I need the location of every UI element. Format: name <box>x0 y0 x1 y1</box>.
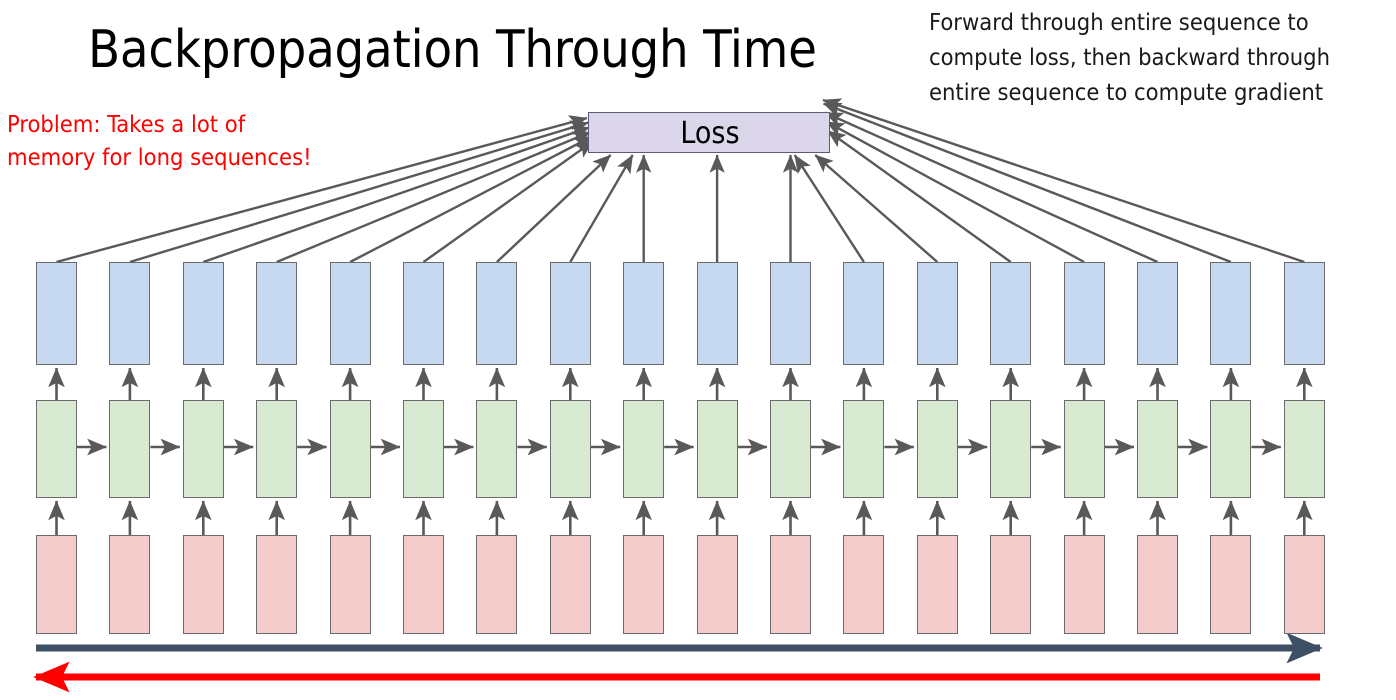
output-to-loss-arrow <box>569 154 634 263</box>
input-cell[interactable] <box>990 535 1032 634</box>
input-cell[interactable] <box>696 535 738 634</box>
output-cell[interactable] <box>916 262 958 365</box>
hidden-cell[interactable] <box>1063 400 1105 498</box>
output-cell[interactable] <box>696 262 738 365</box>
output-cell[interactable] <box>770 262 811 365</box>
input-cell[interactable] <box>403 535 444 634</box>
loss-node[interactable]: Loss <box>588 112 830 153</box>
output-to-loss-arrow <box>56 115 588 264</box>
hidden-cell[interactable] <box>109 400 151 498</box>
input-cell[interactable] <box>256 535 298 634</box>
output-to-loss-arrow <box>202 125 590 264</box>
hidden-cell[interactable] <box>403 400 444 498</box>
hidden-cell[interactable] <box>843 400 885 498</box>
input-cell[interactable] <box>36 535 77 634</box>
hidden-cell[interactable] <box>916 400 958 498</box>
output-to-loss-arrow <box>822 98 1305 264</box>
output-cell[interactable] <box>1210 262 1252 365</box>
loss-connector-arrows <box>56 98 1305 264</box>
output-to-loss-arrow <box>276 130 592 264</box>
output-cell[interactable] <box>990 262 1032 365</box>
input-cell[interactable] <box>623 535 665 634</box>
loss-label: Loss <box>680 116 740 151</box>
input-cell[interactable] <box>916 535 958 634</box>
output-cell[interactable] <box>549 262 591 365</box>
output-to-loss-arrow <box>814 154 939 263</box>
output-to-loss-arrow <box>823 102 1232 264</box>
output-cell[interactable] <box>623 262 665 365</box>
output-cell[interactable] <box>1137 262 1178 365</box>
output-cell[interactable] <box>256 262 298 365</box>
input-cell[interactable] <box>1137 535 1178 634</box>
output-cell[interactable] <box>843 262 885 365</box>
hidden-cell[interactable] <box>1210 400 1252 498</box>
hidden-cell[interactable] <box>696 400 738 498</box>
output-to-loss-arrow <box>422 140 594 263</box>
output-cell[interactable] <box>1063 262 1105 365</box>
input-cell[interactable] <box>109 535 151 634</box>
input-cell[interactable] <box>770 535 811 634</box>
hidden-cell[interactable] <box>1283 400 1325 498</box>
output-cell[interactable] <box>182 262 224 365</box>
problem-annotation: Problem: Takes a lot of memory for long … <box>7 110 312 171</box>
output-cell[interactable] <box>329 262 371 365</box>
hidden-cell[interactable] <box>256 400 298 498</box>
input-cell[interactable] <box>182 535 224 634</box>
hidden-cell[interactable] <box>623 400 665 498</box>
forward-backward-annotation: Forward through entire sequence to compu… <box>929 8 1330 106</box>
input-cell[interactable] <box>843 535 885 634</box>
hidden-cell[interactable] <box>476 400 518 498</box>
hidden-cell[interactable] <box>182 400 224 498</box>
hidden-cell[interactable] <box>770 400 811 498</box>
input-cell[interactable] <box>1283 535 1325 634</box>
output-to-loss-arrow <box>793 154 865 263</box>
input-cell[interactable] <box>329 535 371 634</box>
output-cell[interactable] <box>476 262 518 365</box>
input-cell[interactable] <box>476 535 518 634</box>
output-cell[interactable] <box>109 262 151 365</box>
hidden-cell[interactable] <box>549 400 591 498</box>
output-to-loss-arrow <box>825 120 1085 264</box>
hidden-cell[interactable] <box>1137 400 1178 498</box>
output-to-loss-arrow <box>824 111 1158 264</box>
output-to-loss-arrow <box>129 120 589 264</box>
time-axis-arrows <box>33 632 1323 693</box>
input-cell[interactable] <box>1210 535 1252 634</box>
output-to-loss-arrow <box>826 129 1012 263</box>
page-title: Backpropagation Through Time <box>88 20 817 80</box>
output-cell[interactable] <box>1283 262 1325 365</box>
hidden-cell[interactable] <box>36 400 77 498</box>
output-cell[interactable] <box>403 262 444 365</box>
output-to-loss-arrow <box>496 154 612 263</box>
hidden-cell[interactable] <box>990 400 1032 498</box>
hidden-cell[interactable] <box>329 400 371 498</box>
output-to-loss-arrow <box>349 135 593 264</box>
input-cell[interactable] <box>549 535 591 634</box>
vertical-flow-arrows <box>48 367 1313 535</box>
input-cell[interactable] <box>1063 535 1105 634</box>
output-cell[interactable] <box>36 262 77 365</box>
